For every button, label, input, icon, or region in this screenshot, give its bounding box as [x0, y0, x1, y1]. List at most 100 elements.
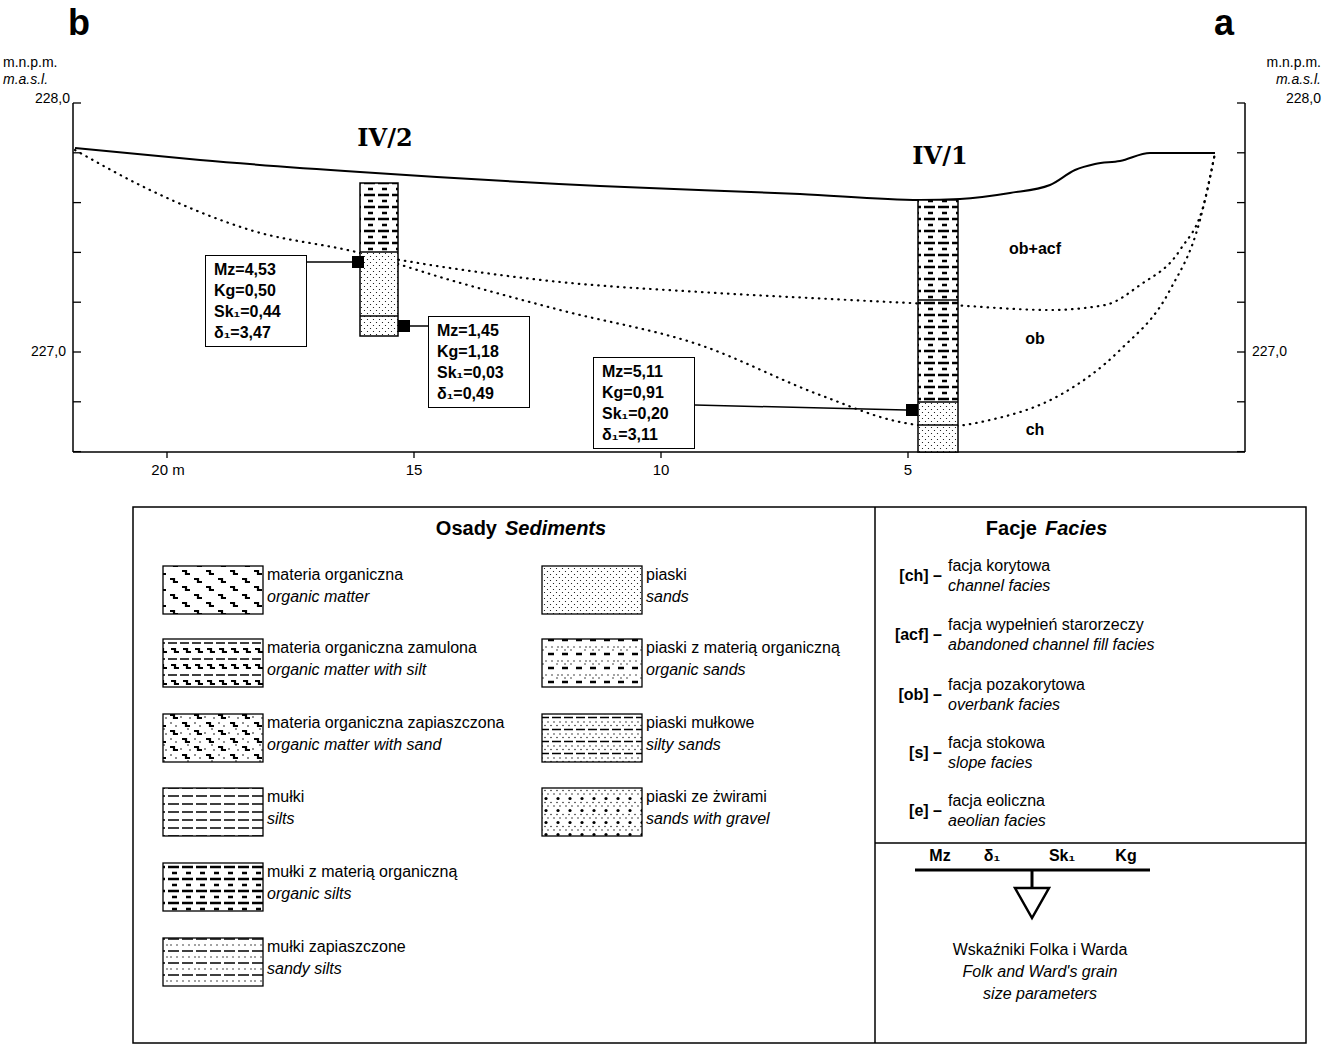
parameter-note: Folk and Ward's grain: [963, 963, 1118, 981]
parameter-name: δ₁: [984, 847, 1000, 865]
axis-tick: [660, 452, 661, 458]
facies-boundary: [75, 150, 1215, 427]
parameter-value: Sk₁=0,03: [437, 362, 521, 383]
legend-swatch: [163, 639, 263, 687]
parameter-value: Sk₁=0,20: [602, 403, 686, 424]
parameter-value: δ₁=3,47: [214, 322, 298, 343]
legend-swatch: [542, 566, 642, 614]
facies-code: [e] –: [909, 802, 942, 820]
facies-name: facja stokowa: [948, 734, 1045, 752]
facies-label: ob+acf: [1009, 240, 1061, 258]
panel-letter: b: [68, 2, 90, 43]
parameter-note: Wskaźniki Folka i Warda: [953, 941, 1128, 959]
facies-label: ch: [1026, 421, 1045, 439]
legend-text: piaski z materią organiczną: [646, 639, 840, 657]
legend-translation: organic matter: [267, 588, 369, 606]
facies-code: [s] –: [909, 744, 942, 762]
borehole-column: [360, 183, 398, 336]
axis-line: [72, 103, 74, 452]
parameter-name: Kg: [1115, 847, 1136, 865]
axis-tick: [907, 452, 908, 458]
facies-label: ob: [1025, 330, 1045, 348]
legend-heading: Sediments: [505, 517, 606, 540]
legend-swatch: [542, 788, 642, 836]
axis-tick: [1237, 102, 1245, 103]
sample-marker: [398, 320, 410, 332]
legend-heading: Facies: [1045, 517, 1107, 540]
parameter-name: Sk₁: [1049, 847, 1075, 865]
leader-line: [410, 325, 428, 327]
facies-name: slope facies: [948, 754, 1033, 772]
axis-tick: [1237, 152, 1245, 153]
sample-marker: [906, 404, 918, 416]
parameter-value: Kg=0,50: [214, 280, 298, 301]
parameter-value: Mz=4,53: [214, 259, 298, 280]
axis-tick: [1237, 202, 1245, 203]
legend-frame: [133, 507, 1306, 1043]
sample-marker: [352, 256, 364, 268]
legend-translation: silty sands: [646, 736, 721, 754]
axis-line: [73, 451, 1245, 453]
borehole-id: IV/1: [912, 142, 967, 170]
axis-tick: [1237, 401, 1245, 402]
axis-tick: [166, 452, 167, 458]
parameter-box: Mz=1,45Kg=1,18Sk₁=0,03δ₁=0,49: [428, 316, 530, 408]
parameter-value: δ₁=3,11: [602, 424, 686, 445]
legend-text: materia organiczna zamulona: [267, 639, 477, 657]
legend-text: mułki zapiaszczone: [267, 938, 406, 956]
legend-swatch: [163, 788, 263, 836]
legend-swatch: [542, 639, 642, 687]
legend-swatch: [163, 938, 263, 986]
axis-tick: [73, 351, 81, 352]
legend-swatch: [163, 714, 263, 762]
facies-code: [ob] –: [898, 686, 942, 704]
facies-name: overbank facies: [948, 696, 1060, 714]
axis-value: 227,0: [31, 343, 66, 359]
panel-letter: a: [1214, 2, 1234, 43]
legend-swatch: [542, 714, 642, 762]
legend-swatch: [163, 863, 263, 911]
axis-line: [1244, 103, 1246, 452]
section-drawing: [73, 103, 1245, 458]
leader-line: [307, 261, 352, 263]
legend-translation: organic matter with sand: [267, 736, 441, 754]
axis-tick: [1237, 351, 1245, 352]
axis-unit: m.n.p.m.: [1267, 54, 1321, 70]
parameter-value: Kg=1,18: [437, 341, 521, 362]
legend-text: mułki z materią organiczną: [267, 863, 457, 881]
axis-value: 227,0: [1252, 343, 1287, 359]
legend-translation: sandy silts: [267, 960, 342, 978]
axis-value: 228,0: [35, 90, 70, 106]
parameter-value: δ₁=0,49: [437, 383, 521, 404]
parameter-value: Mz=5,11: [602, 361, 686, 382]
parameter-value: Mz=1,45: [437, 320, 521, 341]
axis-value: 228,0: [1286, 90, 1321, 106]
facies-boundary: [360, 153, 1215, 310]
legend-translation: organic silts: [267, 885, 351, 903]
distance-value: 10: [653, 461, 670, 478]
facies-name: aeolian facies: [948, 812, 1046, 830]
axis-tick: [73, 401, 81, 402]
distance-value: 5: [904, 461, 912, 478]
axis-tick: [1237, 252, 1245, 253]
axis-unit: m.a.s.l.: [3, 71, 48, 87]
facies-name: facja eoliczna: [948, 792, 1045, 810]
facies-name: facja korytowa: [948, 557, 1050, 575]
legend-translation: silts: [267, 810, 295, 828]
axis-tick: [73, 202, 81, 203]
facies-name: channel facies: [948, 577, 1050, 595]
facies-code: [ch] –: [899, 567, 942, 585]
ground-surface: [75, 148, 1215, 200]
axis-tick: [73, 102, 81, 103]
legend-text: piaski ze żwirami: [646, 788, 767, 806]
axis-tick: [1237, 302, 1245, 303]
legend-text: materia organiczna: [267, 566, 403, 584]
legend-translation: sands: [646, 588, 689, 606]
parameter-value: Sk₁=0,44: [214, 301, 298, 322]
legend-translation: sands with gravel: [646, 810, 770, 828]
axis-tick: [73, 451, 81, 452]
facies-name: facja wypełnień starorzeczy: [948, 616, 1144, 634]
axis-unit: m.a.s.l.: [1276, 71, 1321, 87]
